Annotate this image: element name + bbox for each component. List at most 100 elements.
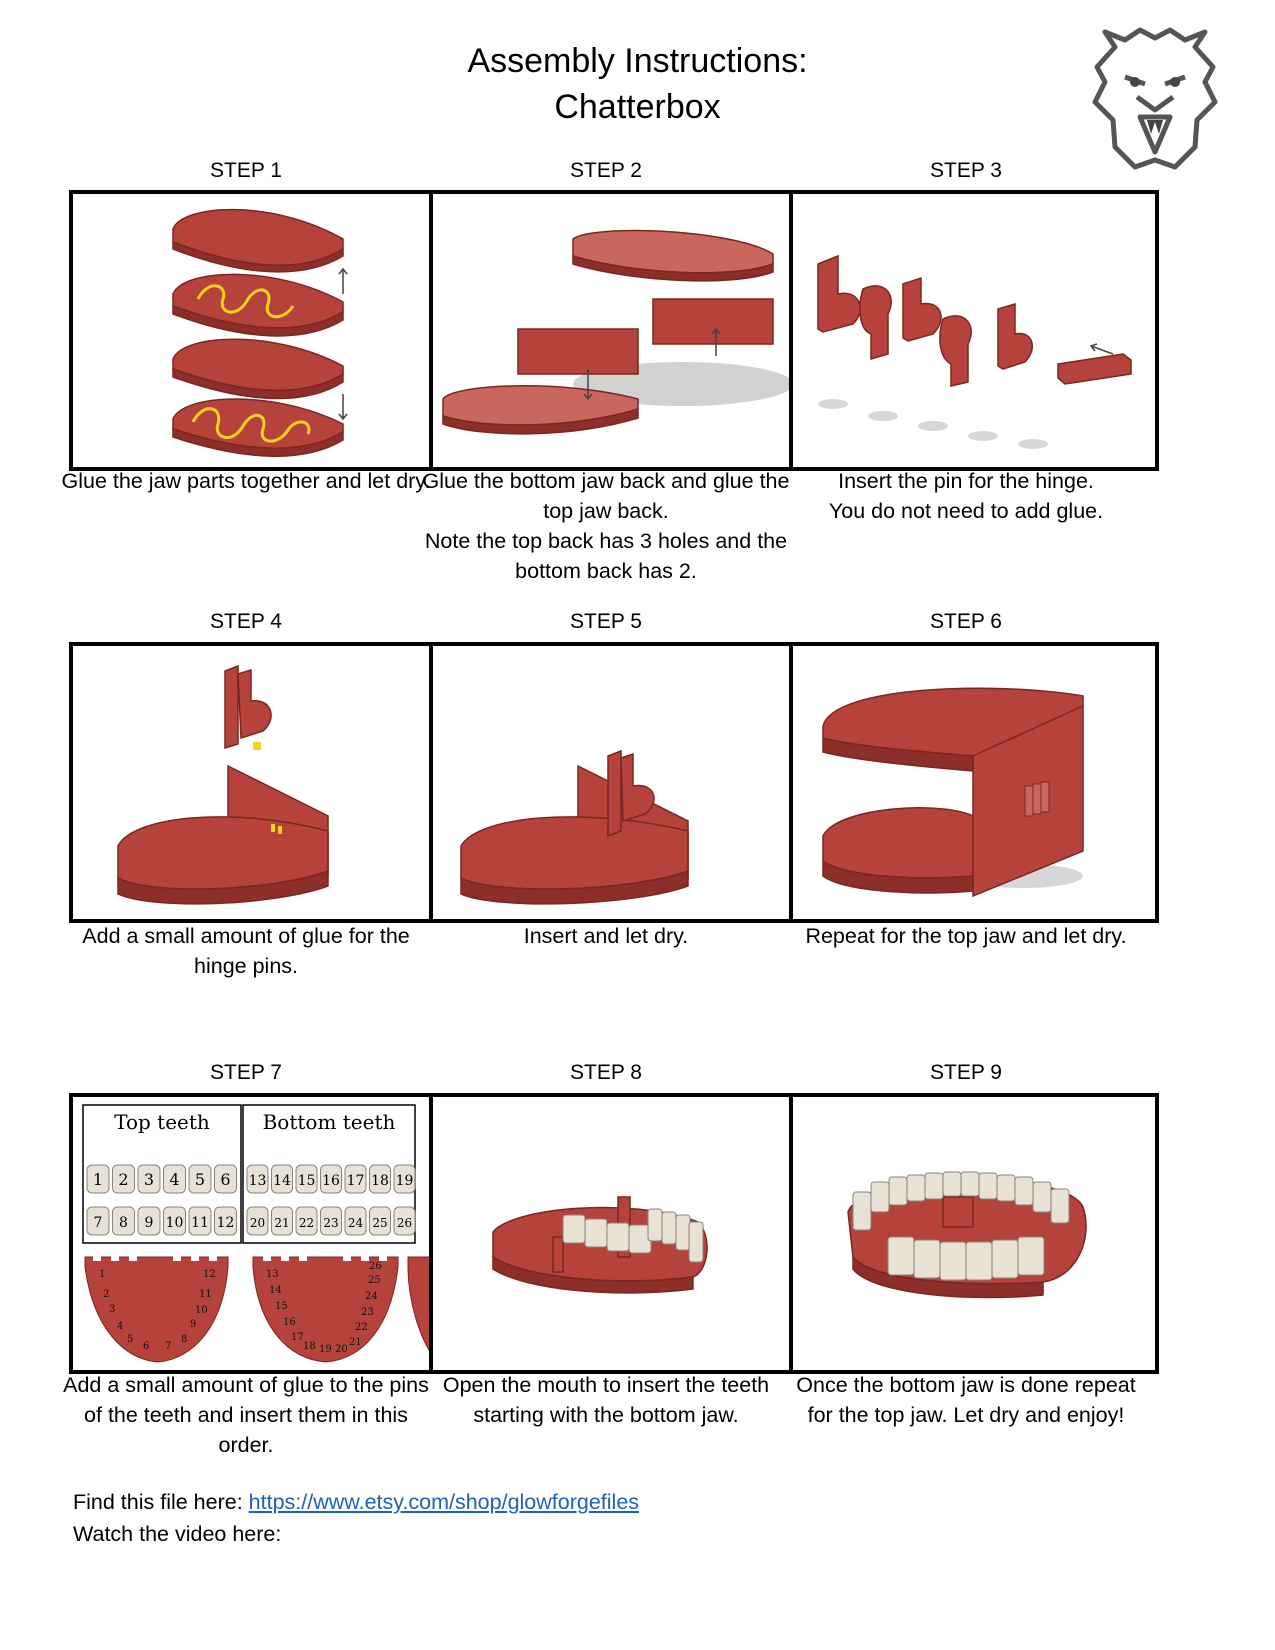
step-2-image (429, 190, 799, 471)
tooth-number: 25 (372, 1216, 387, 1230)
tooth-tile (344, 1164, 367, 1194)
step-7-label: STEP 7 (210, 1061, 282, 1084)
video-line: Watch the video here: (73, 1519, 281, 1549)
tooth-number: 23 (323, 1216, 338, 1230)
tooth-tile (295, 1206, 318, 1236)
step-1-image (69, 190, 439, 471)
jaw-slot-number: 2 (103, 1289, 109, 1300)
tooth-tile (188, 1164, 212, 1194)
tooth-tile (86, 1206, 110, 1236)
tooth-number: 21 (274, 1216, 289, 1230)
jaw-slot-number: 10 (195, 1305, 208, 1316)
step-3-image (789, 190, 1159, 471)
jaw-slot-number: 11 (199, 1289, 212, 1300)
step-4-label: STEP 4 (210, 610, 282, 633)
caption-text: Add a small amount of glue to the pins o… (63, 1373, 429, 1457)
tooth-number: 22 (299, 1216, 314, 1230)
jaw-slot-number: 25 (368, 1275, 381, 1286)
step-1-caption: Glue the jaw parts together and let dry. (61, 466, 431, 496)
jaw-slot-number: 3 (109, 1304, 115, 1315)
jaw-slot-number: 6 (143, 1341, 149, 1352)
tooth-number: 7 (94, 1215, 103, 1231)
tooth-number: 20 (250, 1216, 265, 1230)
etsy-shop-link[interactable]: https://www.etsy.com/shop/glowforgefiles (248, 1490, 640, 1514)
tooth-number: 5 (195, 1170, 205, 1189)
tooth-tile (344, 1206, 367, 1236)
tooth-number: 12 (217, 1215, 235, 1231)
tooth-number: 9 (145, 1215, 154, 1231)
jaw-slot-number: 26 (369, 1261, 382, 1272)
step-8-label: STEP 8 (570, 1061, 642, 1084)
caption-text: Once the bottom jaw is done repeat for t… (796, 1373, 1136, 1427)
jaw-slot-number: 1 (99, 1269, 105, 1280)
jaw-slot-number: 13 (266, 1269, 279, 1280)
jaw-slot-number: 19 (319, 1344, 332, 1355)
step-4-image (69, 642, 439, 923)
caption-text: Open the mouth to insert the teeth start… (442, 1373, 770, 1427)
tooth-tile (214, 1164, 237, 1194)
jaw-slot-number: 5 (127, 1334, 133, 1345)
tooth-tile (112, 1164, 135, 1194)
tooth-number: 19 (396, 1173, 414, 1189)
tooth-tile (320, 1206, 342, 1236)
bear-head-logo-icon (1085, 22, 1225, 172)
step-8-caption: Open the mouth to insert the teeth start… (421, 1370, 791, 1430)
caption-text: Repeat for the top jaw and let dry. (805, 924, 1127, 948)
tooth-number: 8 (119, 1215, 128, 1231)
jaw-slot-number: 15 (275, 1301, 288, 1312)
tooth-tile (163, 1206, 186, 1236)
step-9-image (789, 1093, 1159, 1374)
tooth-tile (214, 1206, 237, 1236)
jaw-slot-number: 17 (291, 1332, 304, 1343)
tooth-tile (369, 1206, 391, 1236)
jaw-slot-number: 4 (117, 1321, 123, 1332)
tooth-tile (246, 1206, 269, 1236)
tooth-tile (188, 1206, 212, 1236)
step-5-caption: Insert and let dry. (421, 921, 791, 951)
bottom-teeth-heading: Bottom teeth (263, 1110, 396, 1134)
jaw-slot-number: 24 (365, 1291, 378, 1302)
find-file-label: Find this file here: (73, 1490, 249, 1514)
tooth-number: 15 (298, 1173, 316, 1189)
tooth-tile (320, 1164, 342, 1194)
jaw-slot-number: 12 (203, 1269, 216, 1280)
step-2-caption: Glue the bottom jaw back and glue the to… (421, 466, 791, 586)
jaw-slot-number: 20 (335, 1344, 348, 1355)
jaw-slot-number: 22 (355, 1322, 368, 1333)
step-6-caption: Repeat for the top jaw and let dry. (781, 921, 1151, 951)
find-file-line: Find this file here: https://www.etsy.co… (73, 1487, 639, 1517)
jaw-slot-number: 21 (349, 1337, 362, 1348)
page-title: Assembly Instructions: Chatterbox (0, 38, 1275, 130)
jaw-slot-number: 23 (361, 1307, 374, 1318)
tooth-tile (271, 1164, 293, 1194)
step-5-image (429, 642, 799, 923)
tooth-tile (137, 1206, 161, 1236)
top-jaw-plate (84, 1256, 229, 1363)
title-line-2: Chatterbox (554, 88, 721, 126)
jaw-slot-number: 16 (283, 1317, 296, 1328)
tooth-tile (393, 1164, 416, 1194)
step-1-label: STEP 1 (210, 159, 282, 182)
caption-text: Add a small amount of glue for the hinge… (82, 924, 410, 978)
caption-text: Insert the pin for the hinge. (838, 469, 1094, 493)
tooth-number: 18 (371, 1173, 389, 1189)
tooth-tile (112, 1206, 135, 1236)
tooth-number: 16 (322, 1173, 340, 1189)
caption-text: Insert and let dry. (523, 924, 689, 948)
caption-text: Glue the jaw parts together and let dry. (61, 469, 431, 493)
tooth-tile (163, 1164, 186, 1194)
tooth-number: 10 (166, 1215, 184, 1231)
video-label: Watch the video here: (73, 1522, 282, 1546)
step-2-label: STEP 2 (570, 159, 642, 182)
tooth-tile (295, 1164, 318, 1194)
caption-text: Note the top back has 3 holes and the bo… (424, 529, 788, 583)
tooth-number: 4 (169, 1170, 179, 1189)
step-6-label: STEP 6 (930, 610, 1002, 633)
tooth-number: 3 (144, 1170, 154, 1189)
tooth-tile (137, 1164, 161, 1194)
step-3-label: STEP 3 (930, 159, 1002, 182)
tooth-tile (369, 1164, 391, 1194)
jaw-slot-number: 14 (269, 1285, 282, 1296)
step-6-image (789, 642, 1159, 923)
